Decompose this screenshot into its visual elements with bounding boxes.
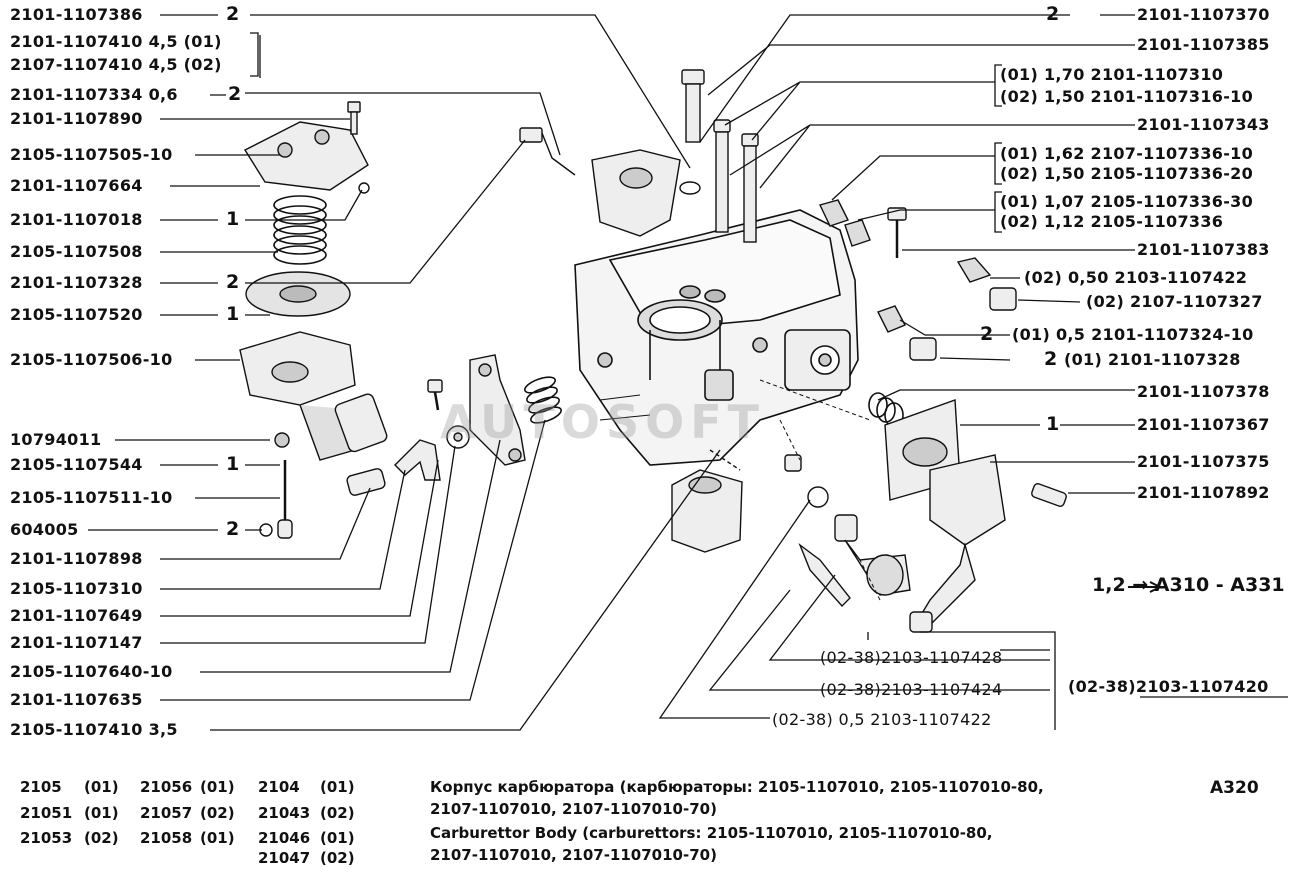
model-variant: (01) [84,804,119,822]
title-en-line-2: 2107-1107010, 2107-1107010-70) [430,846,717,864]
part-label-right: 2101-1107892 [1137,483,1270,502]
part-label-left: 2107-1107410 4,5 (02) [10,55,222,74]
cross-reference: 1,2 → A310 - A331 [1092,574,1285,596]
part-label-left: 2101-1107334 0,6 [10,85,178,104]
part-label-left: 2105-1107506-10 [10,350,173,369]
label-bracket [994,64,1002,107]
part-label-left: 2105-1107505-10 [10,145,173,164]
label-bracket [250,32,259,77]
part-label-left: 2105-1107310 [10,579,143,598]
model-code: 21058 [140,829,193,847]
part-label-left: 2105-1107508 [10,242,143,261]
part-label-right: 2101-1107367 [1137,415,1270,434]
model-code: 2104 [258,778,300,796]
part-label-left: 2101-1107890 [10,109,143,128]
part-label-right: (02) 0,50 2103-1107422 [1024,268,1248,287]
part-label-left: 2105-1107410 3,5 [10,720,178,739]
model-variant: (01) [200,829,235,847]
part-label-right: 2101-1107370 [1137,5,1270,24]
quantity-label: 2 [226,271,240,293]
model-variant: (02) [200,804,235,822]
part-label-left: 2101-1107649 [10,606,143,625]
part-label-right: (02) 2107-1107327 [1086,292,1263,311]
model-code: 21057 [140,804,193,822]
part-label-left: 2105-1107520 [10,305,143,324]
part-label-right: (01) 1,62 2107-1107336-10 [1000,144,1254,163]
part-label-right: 2101-1107385 [1137,35,1270,54]
part-label-left: 2105-1107544 [10,455,143,474]
part-label-right: (02) 1,50 2105-1107336-20 [1000,164,1254,183]
quantity-label: 2 [228,83,242,105]
title-ru-line-1: Корпус карбюратора (карбюраторы: 2105-11… [430,778,1044,796]
part-label-left: 604005 [10,520,79,539]
part-label-right: 2101-1107343 [1137,115,1270,134]
part-label-lower-right: (02-38)2103-1107428 [820,648,1003,667]
cross-ref-arrow [1128,581,1163,593]
part-label-left: 2101-1107898 [10,549,143,568]
quantity-label: 2 [980,323,994,345]
label-bracket [994,142,1002,185]
leader-lines-left [88,14,721,731]
part-label-right: (01) 1,70 2101-1107310 [1000,65,1224,84]
model-code: 21051 [20,804,73,822]
model-code: 21043 [258,804,311,822]
quantity-label: 1 [1046,413,1060,435]
part-label-right: (01) 2101-1107328 [1064,350,1241,369]
dashed-guides [759,379,881,601]
title-en-line-1: Carburettor Body (carburettors: 2105-110… [430,824,993,842]
quantity-label: 1 [226,303,240,325]
part-label-right: 2101-1107383 [1137,240,1270,259]
model-variant: (01) [320,829,355,847]
quantity-label: 2 [1044,348,1058,370]
label-bracket [994,191,1002,233]
part-label-right: (02) 1,50 2101-1107316-10 [1000,87,1254,106]
part-label-left: 2101-1107018 [10,210,143,229]
quantity-label: 1 [226,208,240,230]
carburettor-body [574,209,859,466]
quantity-label: 2 [226,3,240,25]
model-variant: (01) [84,778,119,796]
part-label-left: 2101-1107635 [10,690,143,709]
part-label-lower-right: (02-38)2103-1107424 [820,680,1003,699]
top-parts [519,69,907,258]
part-label-right: 2101-1107378 [1137,382,1270,401]
part-label-left: 2105-1107511-10 [10,488,173,507]
right-parts [784,257,1067,633]
title-ru-line-2: 2107-1107010, 2107-1107010-70) [430,800,717,818]
model-variant: (02) [320,804,355,822]
part-label-right: (02) 1,12 2105-1107336 [1000,212,1224,231]
page-code: A320 [1210,778,1259,798]
part-label-left: 2101-1107147 [10,633,143,652]
quantity-label: 1 [226,453,240,475]
quantity-label: 2 [1046,3,1060,25]
part-label-right: (01) 0,5 2101-1107324-10 [1012,325,1254,344]
watermark: AUTOSOFT [440,395,766,449]
model-code: 2105 [20,778,62,796]
part-label-left: 10794011 [10,430,102,449]
assembly-label: (02-38)2103-1107420 [1068,677,1269,696]
model-code: 21053 [20,829,73,847]
part-label-left: 2101-1107386 [10,5,143,24]
model-code: 21056 [140,778,193,796]
part-label-left: 2101-1107664 [10,176,143,195]
model-variant: (01) [320,778,355,796]
leader-lines-right [658,14,1135,730]
model-code: 21047 [258,849,311,867]
part-label-right: (01) 1,07 2105-1107336-30 [1000,192,1254,211]
model-variant: (02) [320,849,355,867]
quantity-label: 2 [226,518,240,540]
model-code: 21046 [258,829,311,847]
part-label-lower-right: (02-38) 0,5 2103-1107422 [772,710,992,729]
part-label-left: 2101-1107410 4,5 (01) [10,32,222,51]
part-label-left: 2101-1107328 [10,273,143,292]
part-label-right: 2101-1107375 [1137,452,1270,471]
linkage-parts [346,354,743,553]
model-variant: (02) [84,829,119,847]
part-label-left: 2105-1107640-10 [10,662,173,681]
model-variant: (01) [200,778,235,796]
